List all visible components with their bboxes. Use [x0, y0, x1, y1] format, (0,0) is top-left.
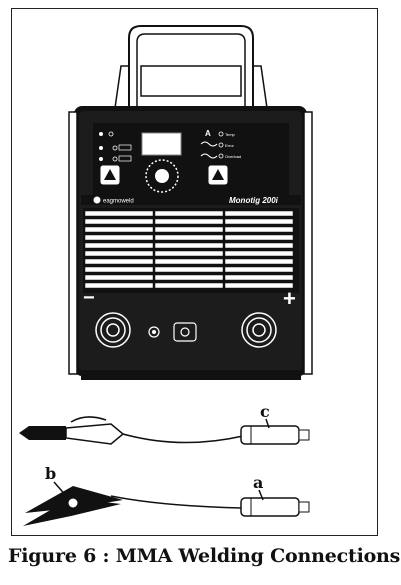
brand-name: eagmoweld: [103, 199, 134, 205]
gas-outlet[interactable]: [148, 326, 160, 338]
vent-slot: [154, 234, 224, 241]
negative-terminal[interactable]: [95, 312, 131, 348]
positive-terminal[interactable]: [241, 312, 277, 348]
vent-slot: [154, 266, 224, 273]
welding-illustration: A Temp Error Overload eagmoweld Monotig …: [19, 25, 313, 526]
vent-slot: [224, 258, 294, 265]
indicator-overload: Overload: [225, 154, 241, 159]
vent-slot: [224, 250, 294, 257]
electrode-plug-c: [240, 425, 300, 445]
vent-slot: [224, 210, 294, 217]
vent-slot: [84, 226, 154, 233]
vent-slot: [84, 234, 154, 241]
mode-led-1: [99, 132, 103, 136]
positive-terminal-label: +: [283, 286, 296, 311]
vent-slot: [224, 274, 294, 281]
vent-slot: [84, 258, 154, 265]
label-a: a: [253, 473, 263, 492]
vent-slot: [84, 282, 154, 289]
vent-slot: [154, 258, 224, 265]
vent-slot: [84, 250, 154, 257]
terminal-panel: − +: [83, 286, 296, 348]
model-name: Monotig 200i: [229, 196, 279, 205]
figure-caption: Figure 6 : MMA Welding Connections: [8, 545, 401, 567]
control-panel: A Temp Error Overload: [93, 123, 289, 205]
vent-grille: [83, 208, 299, 293]
vent-slot: [154, 250, 224, 257]
earth-plug-a: [240, 497, 300, 517]
remote-socket[interactable]: [173, 322, 197, 342]
vent-slot: [154, 210, 224, 217]
vent-slot: [224, 282, 294, 289]
current-adjust-knob[interactable]: [145, 159, 179, 193]
label-b: b: [45, 464, 56, 483]
vent-slot: [224, 266, 294, 273]
earth-clamp-cable: b a: [23, 464, 310, 526]
vent-slot: [224, 226, 294, 233]
indicator-error: Error: [225, 143, 235, 148]
vent-slot: [84, 242, 154, 249]
vent-slot: [84, 218, 154, 225]
vent-slot: [84, 274, 154, 281]
indicator-temp: Temp: [225, 132, 236, 137]
ampere-unit: A: [205, 129, 211, 138]
vent-slot: [224, 242, 294, 249]
brand-strip: eagmoweld Monotig 200i: [81, 195, 301, 205]
negative-terminal-label: −: [83, 287, 95, 309]
vent-slot: [224, 218, 294, 225]
display-screen: [141, 132, 182, 156]
vent-slot: [154, 282, 224, 289]
vent-slot: [154, 218, 224, 225]
vent-slot: [154, 226, 224, 233]
label-c: c: [260, 402, 270, 421]
vent-slot: [84, 266, 154, 273]
machine-handle: [114, 25, 268, 109]
vent-slot: [154, 242, 224, 249]
electrode-holder-cable: c: [19, 402, 310, 445]
vent-slot: [224, 234, 294, 241]
vent-slot: [154, 274, 224, 281]
vent-slot: [84, 210, 154, 217]
